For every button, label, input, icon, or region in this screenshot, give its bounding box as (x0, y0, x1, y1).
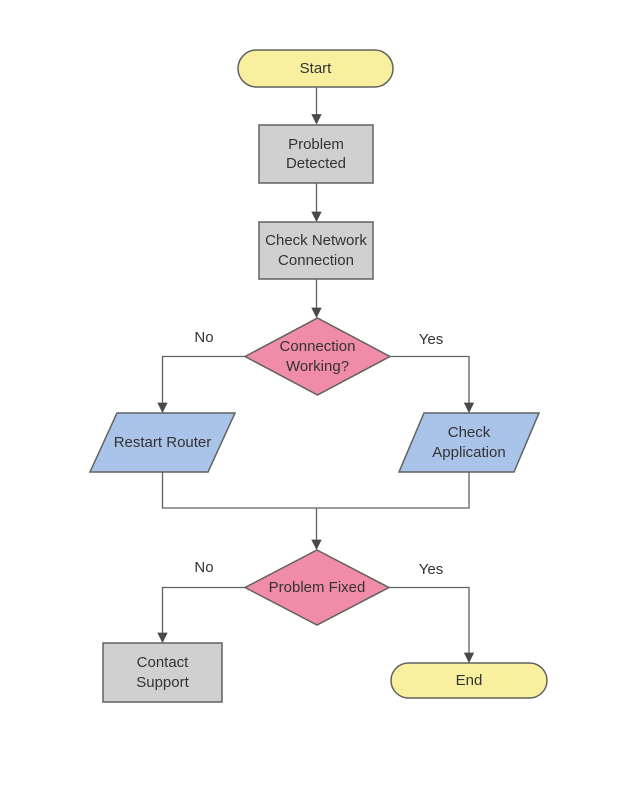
edge-merge-connector (161, 472, 470, 509)
problem-fixed-decision-node[interactable] (243, 549, 391, 626)
edge-problem-fixed-no-to-contact-support (157, 586, 245, 644)
contact-support-node[interactable] (102, 642, 223, 703)
edge-problem-fixed-yes-to-end (389, 586, 475, 664)
restart-router-node[interactable] (88, 412, 237, 473)
check-network-connection-node[interactable] (258, 221, 374, 280)
connection-working-decision-node[interactable] (243, 317, 392, 396)
edge-connection-working-no-to-restart-router (157, 355, 245, 414)
end-node[interactable] (390, 662, 548, 699)
check-application-node[interactable] (397, 412, 541, 473)
start-node[interactable] (237, 49, 394, 88)
problem-detected-node[interactable] (258, 124, 374, 184)
edge-connection-working-yes-to-check-application (390, 355, 475, 414)
